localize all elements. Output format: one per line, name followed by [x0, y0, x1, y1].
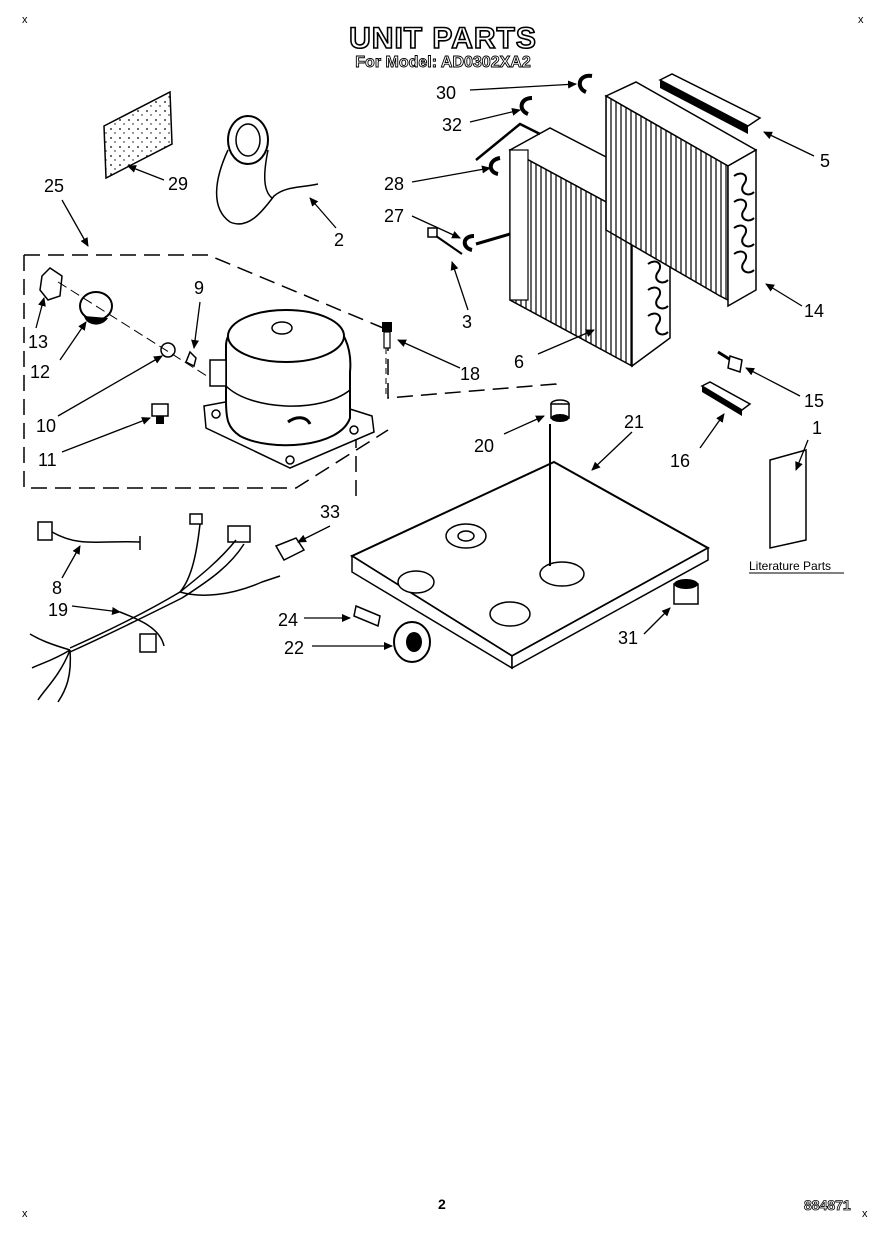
callout-5: 5 — [820, 151, 830, 171]
drain-hose-part — [215, 115, 319, 225]
callout-22: 22 — [284, 638, 304, 658]
callout-24: 24 — [278, 610, 298, 630]
callout-16: 16 — [670, 451, 690, 471]
callout-29: 29 — [168, 174, 188, 194]
literature-parts-label: Literature Parts — [749, 559, 831, 573]
callout-21: 21 — [624, 412, 644, 432]
callout-30: 30 — [436, 83, 456, 103]
seal-strip-part — [658, 73, 762, 134]
callout-2: 2 — [334, 230, 344, 250]
mounting-screw-part — [717, 350, 743, 373]
callout-28: 28 — [384, 174, 404, 194]
callout-6: 6 — [514, 352, 524, 372]
callout-3: 3 — [462, 312, 472, 332]
compressor-part — [203, 309, 375, 469]
callout-25: 25 — [44, 176, 64, 196]
callout-27: 27 — [384, 206, 404, 226]
wiring-harness-parts — [29, 513, 281, 703]
foot-part — [673, 579, 699, 605]
page-number: 2 — [438, 1196, 446, 1212]
corner-mark-top-right: x — [858, 14, 864, 26]
wire-clamp-part — [274, 537, 306, 561]
page-title: UNIT PARTS — [348, 21, 537, 56]
callout-8: 8 — [52, 578, 62, 598]
callout-10: 10 — [36, 416, 56, 436]
air-filter-part — [103, 90, 173, 180]
callout-20: 20 — [474, 436, 494, 456]
callout-11: 11 — [38, 450, 57, 470]
foam-block-part — [700, 381, 752, 416]
callout-12: 12 — [30, 362, 50, 382]
callout-18: 18 — [460, 364, 480, 384]
condenser-coil-part — [604, 81, 758, 308]
grommet-bolt-part — [382, 322, 392, 398]
callout-15: 15 — [804, 391, 824, 411]
literature-booklet-part — [769, 449, 807, 549]
isolator-grommet-part — [550, 399, 570, 422]
corner-mark-bottom-right: x — [862, 1208, 868, 1220]
callout-32: 32 — [442, 115, 462, 135]
callout-31: 31 — [618, 628, 638, 648]
compressor-electrical-parts — [39, 267, 211, 424]
callout-1: 1 — [812, 418, 822, 438]
compressor-group-box — [23, 254, 557, 498]
callout-33: 33 — [320, 502, 340, 522]
document-code: 884871 — [804, 1197, 852, 1214]
callout-14: 14 — [804, 301, 824, 321]
screw-part — [427, 227, 463, 255]
base-pan-part — [349, 424, 711, 670]
corner-mark-top-left: x — [22, 14, 28, 26]
callout-9: 9 — [194, 278, 204, 298]
leader-lines — [35, 80, 815, 650]
callout-19: 19 — [48, 600, 68, 620]
callout-13: 13 — [28, 332, 48, 352]
corner-mark-bottom-left: x — [22, 1208, 28, 1220]
wheel-and-spacer-parts — [353, 604, 431, 663]
model-subtitle: For Model: AD0302XA2 — [355, 54, 531, 72]
callout-labels: 30 32 28 27 3 6 5 14 15 16 1 21 20 18 29… — [28, 83, 844, 658]
